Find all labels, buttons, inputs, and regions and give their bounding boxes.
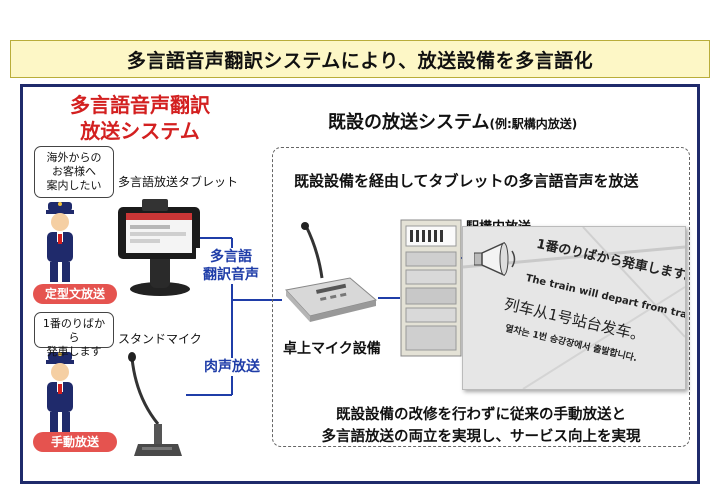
pill-manual-broadcast: 手動放送 — [33, 432, 117, 452]
bubble-top-line2: お客様へ — [52, 165, 96, 178]
bubble-bottom-line2: 発車します — [46, 345, 102, 358]
bubble-top-line1: 海外からの — [46, 151, 102, 164]
left-title-line1: 多言語音声翻訳 — [70, 93, 210, 117]
desk-mic-icon — [285, 222, 378, 322]
equipment-rack-icon — [400, 219, 462, 357]
pill-template-broadcast: 定型文放送 — [33, 284, 117, 304]
stand-mic-icon — [128, 352, 182, 456]
tablet-label: 多言語放送タブレット — [118, 175, 239, 189]
footer-summary: 既設設備の改修を行わずに従来の手動放送と 多言語放送の両立を実現し、サービス向上… — [272, 404, 690, 448]
existing-title-main: 既設の放送システム — [328, 112, 490, 133]
banner-title: 多言語音声翻訳システムにより、放送設備を多言語化 — [10, 40, 710, 78]
existing-title-sub: (例:駅構内放送) — [489, 117, 578, 131]
speech-bubble-top: 海外からの お客様へ 案内したい — [34, 146, 114, 198]
main-frame — [20, 84, 700, 484]
translation-audio-label: 多言語 翻訳音声 — [196, 248, 266, 284]
via-existing-text: 既設設備を経由してタブレットの多言語音声を放送 — [294, 172, 639, 190]
footer-line2: 多言語放送の両立を実現し、サービス向上を実現 — [321, 429, 641, 445]
speech-bubble-bottom: 1番のりばから 発車します — [34, 312, 114, 358]
bubble-top-line3: 案内したい — [46, 179, 102, 192]
station-staff-icon-top — [46, 202, 74, 282]
station-staff-icon-bottom — [46, 352, 74, 432]
tablet-icon — [118, 199, 200, 296]
existing-system-region — [272, 147, 690, 447]
left-title: 多言語音声翻訳 放送システム — [45, 92, 235, 144]
speaker-icon — [474, 242, 516, 276]
stand-mic-label: スタンドマイク — [118, 332, 202, 346]
desk-mic-label: 卓上マイク設備 — [283, 341, 381, 357]
bubble-bottom-line1: 1番のりばから — [42, 317, 106, 344]
existing-system-title: 既設の放送システム(例:駅構内放送) — [328, 108, 577, 134]
footer-line1: 既設設備の改修を行わずに従来の手動放送と — [336, 407, 626, 423]
translation-label-line2: 翻訳音声 — [203, 267, 259, 283]
live-voice-label: 肉声放送 — [197, 358, 267, 376]
left-title-line2: 放送システム — [80, 119, 200, 143]
translation-label-line1: 多言語 — [210, 249, 252, 265]
